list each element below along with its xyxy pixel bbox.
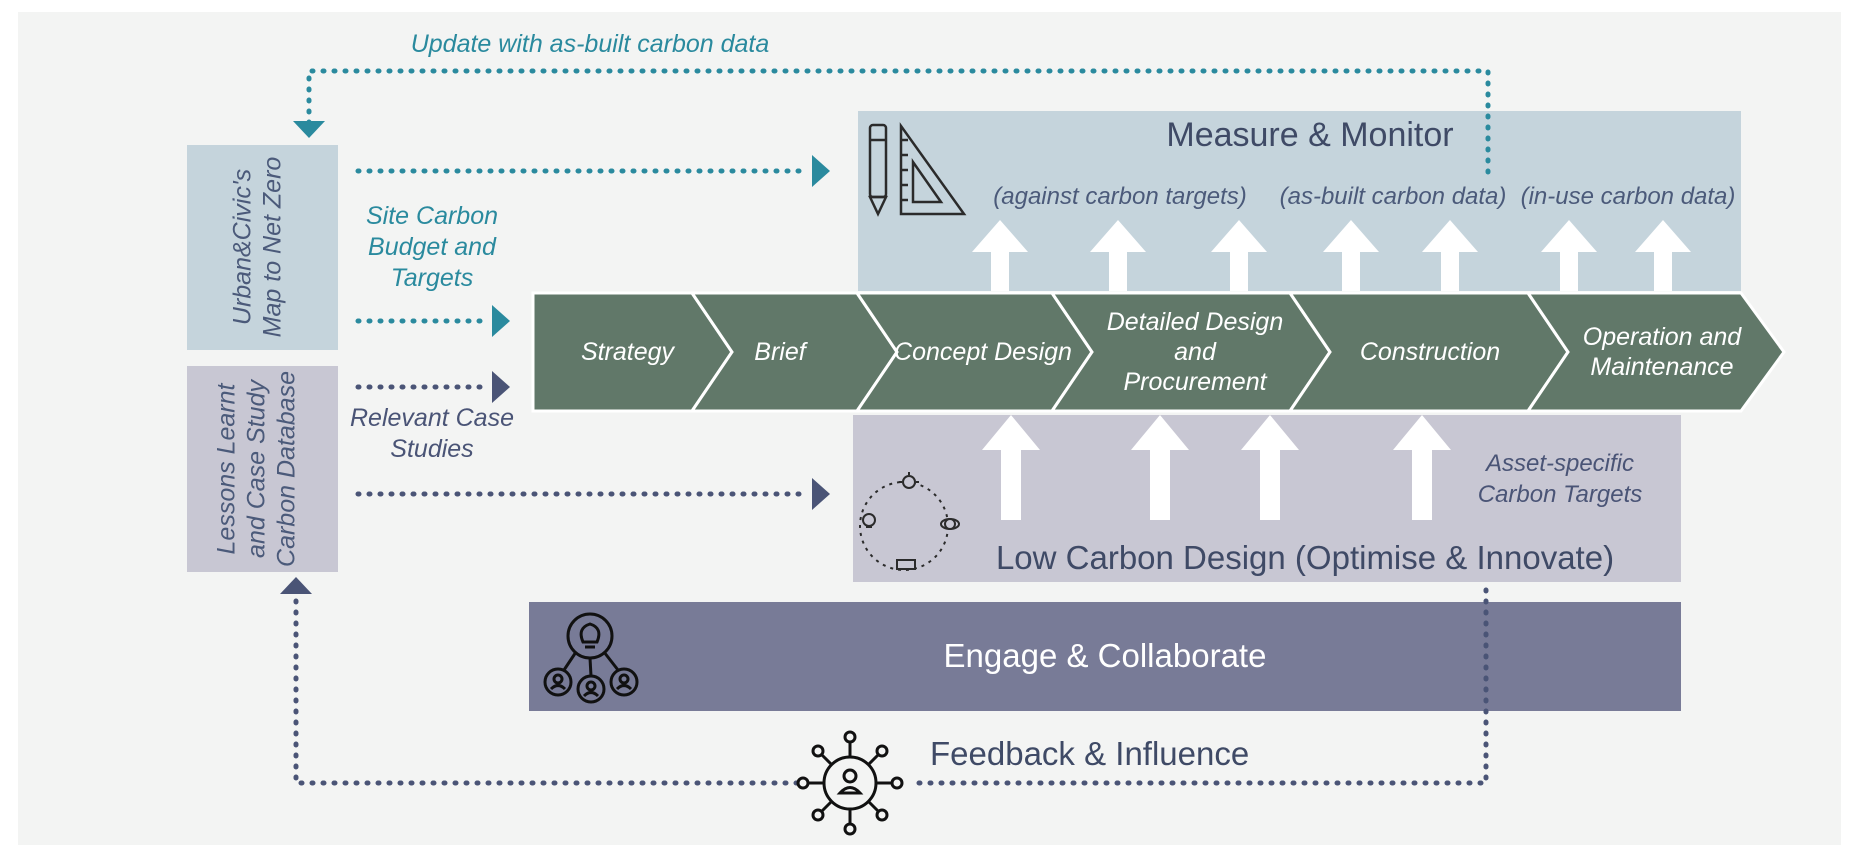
map-to-net-zero-label: Urban&Civic's Map to Net Zero xyxy=(228,156,287,338)
map-to-net-zero-box xyxy=(187,145,338,350)
low-carbon-design-title: Low Carbon Design (Optimise & Innovate) xyxy=(995,539,1615,576)
set-square-icon xyxy=(899,122,967,216)
stage-brief: Brief xyxy=(754,338,806,366)
network-user-icon xyxy=(796,730,904,836)
arrowhead-right xyxy=(492,371,510,403)
up-arrow xyxy=(982,415,1040,520)
navy-connectors xyxy=(293,384,1489,786)
engage-collaborate-title: Engage & Collaborate xyxy=(943,637,1267,674)
update-loop-line xyxy=(306,68,1491,175)
relevant-case-studies-note: Relevant Case Studies xyxy=(350,404,514,463)
stage-detailed-design: Detailed Design and Procurement xyxy=(1106,308,1284,396)
up-arrow xyxy=(1541,220,1597,291)
up-arrow xyxy=(1241,415,1299,520)
up-arrow xyxy=(1393,415,1451,520)
measure-sub-label-targets: (against carbon targets) xyxy=(993,183,1247,210)
stage-concept-design: Concept Design xyxy=(894,338,1072,366)
engage-collaborate-box xyxy=(529,602,1681,711)
teal-arrowheads xyxy=(293,121,830,337)
measure-arrows xyxy=(972,220,1691,291)
stage-strategy: Strategy xyxy=(580,338,675,366)
measure-sub-label-in-use: (in-use carbon data) xyxy=(1520,183,1736,210)
up-arrow xyxy=(1635,220,1691,291)
measure-sub-label-as-built: (as-built carbon data) xyxy=(1279,183,1507,210)
up-arrow xyxy=(972,220,1028,291)
stage-operation-maintenance: Operation and Maintenance xyxy=(1582,323,1742,381)
pencil-icon xyxy=(868,123,888,217)
up-arrow xyxy=(1090,220,1146,291)
arrowhead-right xyxy=(492,305,510,337)
arrowhead-right xyxy=(812,478,830,510)
stage-chevrons xyxy=(531,291,1786,413)
feedback-influence-title: Feedback & Influence xyxy=(930,735,1250,772)
design-cycle-icon xyxy=(859,472,960,571)
low-carbon-arrows xyxy=(982,415,1451,520)
arrowhead-up xyxy=(280,577,312,594)
arrowhead-down xyxy=(293,121,325,138)
lessons-learnt-box xyxy=(187,366,338,572)
stage-construction: Construction xyxy=(1359,338,1501,366)
asset-specific-targets-note: Asset-specific Carbon Targets xyxy=(1477,450,1643,508)
update-label: Update with as-built carbon data xyxy=(410,30,770,58)
arrowhead-right xyxy=(812,155,830,187)
navy-arrowheads xyxy=(280,371,830,594)
up-arrow xyxy=(1131,415,1189,520)
up-arrow xyxy=(1323,220,1379,291)
teal-connectors xyxy=(306,68,1491,324)
up-arrow xyxy=(1422,220,1478,291)
lessons-learnt-label: Lessons Learnt and Case Study Carbon Dat… xyxy=(212,371,301,567)
stage-chevron-operation xyxy=(1525,291,1786,413)
feedback-loop-line xyxy=(910,587,1489,786)
site-carbon-budget-note: Site Carbon Budget and Targets xyxy=(365,202,499,292)
up-arrow xyxy=(1211,220,1267,291)
feedback-to-lessons-line xyxy=(293,593,800,786)
measure-monitor-title: Measure & Monitor xyxy=(1166,116,1454,154)
collaboration-icon xyxy=(543,612,639,704)
